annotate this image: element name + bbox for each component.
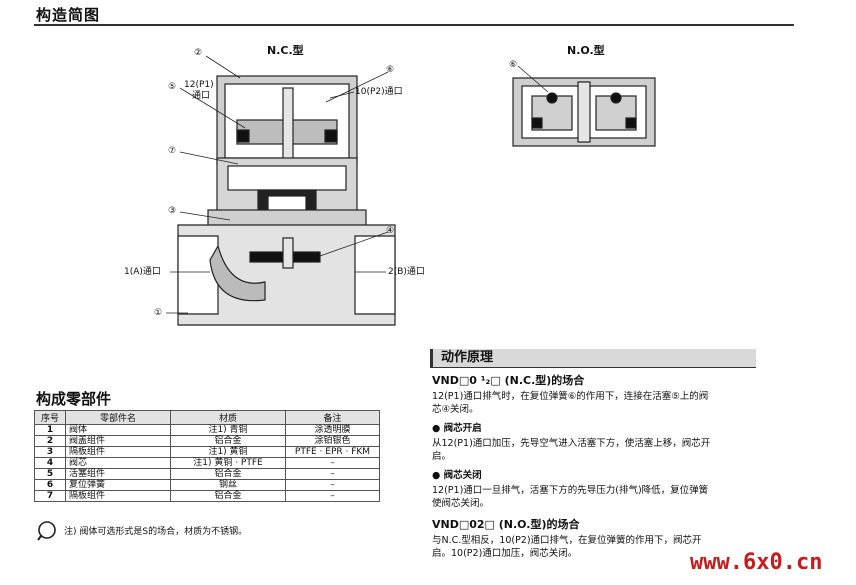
cell-part: 阀盖组件 [65,435,171,447]
cell-no: 7 [34,490,66,502]
cell-part: 隔板组件 [65,446,171,458]
no-callout-6: ⑥ [509,60,518,70]
close-desc-2: 使阀芯关闭。 [432,498,490,509]
callout-2b-port: 2(B)通口 [388,267,425,277]
magnifier-note-icon [37,521,56,541]
callout-10p2: 10(P2)通口 [355,87,403,97]
cell-remark: – [285,490,380,502]
no-valve-drawing [512,77,656,147]
callout-7: ⑦ [168,146,177,156]
no-desc-1: 与N.C.型相反，10(P2)通口排气，在复位弹簧的作用下，阀芯开 [432,535,702,546]
close-heading: ● 阀芯关闭 [432,470,482,481]
parts-title: 构成零部件 [36,390,112,408]
cell-remark: – [285,457,380,469]
cell-no: 1 [34,424,66,436]
cell-material: 铝合金 [170,468,286,480]
table-row: 2 阀盖组件 铝合金 涂铂银色 [34,435,380,447]
cell-part: 阀体 [65,424,171,436]
nc-valve-drawing [177,75,396,326]
cell-no: 2 [34,435,66,447]
cell-no: 4 [34,457,66,469]
no-type-label: N.O.型 [567,44,605,57]
col-header-part: 零部件名 [65,410,171,425]
table-row: 3 隔板组件 注1) 黄铜 PTFE · EPR · FKM [34,446,380,458]
cell-part: 阀芯 [65,457,171,469]
callout-1a-port: 1(A)通口 [124,267,161,277]
open-heading: ● 阀芯开启 [432,423,482,434]
principle-title: 动作原理 [430,349,756,367]
close-desc-1: 12(P1)通口一旦排气，活塞下方的先导压力(排气)降低，复位弹簧 [432,485,709,496]
cell-material: 铝合金 [170,435,286,447]
cell-material: 铝合金 [170,490,286,502]
cell-material: 注1) 青铜 [170,424,286,436]
cell-part: 隔板组件 [65,490,171,502]
cell-part: 活塞组件 [65,468,171,480]
callout-12p1-line1: 12(P1) [184,80,214,90]
cell-material: 注1) 黄铜 · PTFE [170,457,286,469]
cell-remark: 涂透明膜 [285,424,380,436]
parts-table: 序号 零部件名 材质 备注 1 阀体 注1) 青铜 涂透明膜 2 阀盖组件 铝合… [34,410,380,502]
no-desc-2: 启。10(P2)通口加压，阀芯关闭。 [432,548,578,559]
open-desc-1: 从12(P1)通口加压，先导空气进入活塞下方，使活塞上移，阀芯开 [432,438,711,449]
callout-12p1-line2: 通口 [192,91,211,101]
cell-no: 6 [34,479,66,491]
callout-1: ① [154,308,163,318]
table-row: 1 阀体 注1) 青铜 涂透明膜 [34,424,380,436]
cell-no: 5 [34,468,66,480]
cell-remark: – [285,479,380,491]
callout-4: ④ [386,226,395,236]
callout-6: ⑥ [386,65,395,75]
nc-heading: VND□0 ¹₂□ (N.C.型)的场合 [432,374,585,387]
callout-3: ③ [168,206,177,216]
title-divider [34,24,794,26]
cell-material: 钢丝 [170,479,286,491]
col-header-remark: 备注 [285,410,380,425]
callout-2: ② [194,48,203,58]
cell-remark: 涂铂银色 [285,435,380,447]
no-heading: VND□02□ (N.O.型)的场合 [432,518,580,531]
parts-table-header-row: 序号 零部件名 材质 备注 [34,410,380,425]
open-desc-2: 启。 [432,451,452,462]
table-row: 4 阀芯 注1) 黄铜 · PTFE – [34,457,380,469]
nc-type-label: N.C.型 [267,44,304,57]
callout-5: ⑤ [168,82,177,92]
cell-remark: – [285,468,380,480]
cell-part: 复位弹簧 [65,479,171,491]
table-row: 6 复位弹簧 钢丝 – [34,479,380,491]
cell-remark: PTFE · EPR · FKM [285,446,380,458]
table-row: 7 隔板组件 铝合金 – [34,490,380,502]
watermark: www.6x0.cn [690,550,823,575]
material-note: 注) 阀体可选形式是S的场合，材质为不锈钢。 [64,527,248,537]
cell-material: 注1) 黄铜 [170,446,286,458]
col-header-material: 材质 [170,410,286,425]
cell-no: 3 [34,446,66,458]
col-header-no: 序号 [34,410,66,425]
principle-divider [430,367,756,368]
nc-desc-2: 芯④关闭。 [432,404,479,415]
page-title: 构造简图 [36,6,101,24]
nc-desc-1: 12(P1)通口排气时，在复位弹簧⑥的作用下，连接在活塞⑤上的阀 [432,391,709,402]
table-row: 5 活塞组件 铝合金 – [34,468,380,480]
